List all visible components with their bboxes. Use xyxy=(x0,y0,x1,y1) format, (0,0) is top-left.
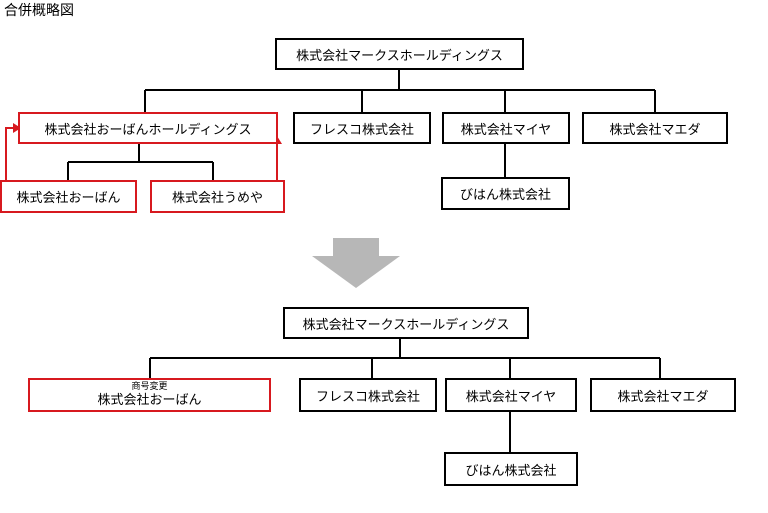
before-obahn-holdings-box: 株式会社おーばんホールディングス xyxy=(18,112,278,144)
before-obahn-label: 株式会社おーばん xyxy=(16,191,121,206)
after-fresco-label: フレスコ株式会社 xyxy=(315,389,420,405)
after-bihan-label: びはん株式会社 xyxy=(465,463,557,479)
before-maeda-label: 株式会社マエダ xyxy=(609,122,701,138)
before-obahn-box: 株式会社おーばん xyxy=(0,180,137,213)
after-parent-label: 株式会社マークスホールディングス xyxy=(302,317,510,333)
before-bihan-label: びはん株式会社 xyxy=(459,188,551,203)
after-maeda-box: 株式会社マエダ xyxy=(590,378,736,412)
before-maiya-box: 株式会社マイヤ xyxy=(442,112,570,144)
before-parent-label: 株式会社マークスホールディングス xyxy=(296,48,503,64)
before-maeda-box: 株式会社マエダ xyxy=(582,112,728,144)
after-obahn-label: 株式会社おーばん xyxy=(97,393,202,408)
after-fresco-box: フレスコ株式会社 xyxy=(299,378,437,412)
after-bihan-box: びはん株式会社 xyxy=(444,452,578,486)
after-obahn-box: 商号変更 株式会社おーばん xyxy=(28,378,271,412)
before-obahn-holdings-label: 株式会社おーばんホールディングス xyxy=(44,122,252,138)
renamed-note: 商号変更 xyxy=(131,382,168,392)
merge-arrows xyxy=(5,127,278,180)
before-umeya-label: 株式会社うめや xyxy=(171,191,263,206)
after-parent-box: 株式会社マークスホールディングス xyxy=(283,307,529,339)
before-bihan-box: びはん株式会社 xyxy=(441,177,570,210)
before-fresco-label: フレスコ株式会社 xyxy=(309,122,414,138)
before-maiya-label: 株式会社マイヤ xyxy=(460,122,552,138)
down-arrow-icon xyxy=(312,238,400,288)
before-parent-box: 株式会社マークスホールディングス xyxy=(275,38,524,70)
before-fresco-box: フレスコ株式会社 xyxy=(293,112,431,144)
before-umeya-box: 株式会社うめや xyxy=(150,180,285,213)
diagram-title: 合併概略図 xyxy=(4,3,74,19)
after-maiya-label: 株式会社マイヤ xyxy=(465,389,557,405)
after-maeda-label: 株式会社マエダ xyxy=(617,389,709,405)
after-maiya-box: 株式会社マイヤ xyxy=(445,378,577,412)
